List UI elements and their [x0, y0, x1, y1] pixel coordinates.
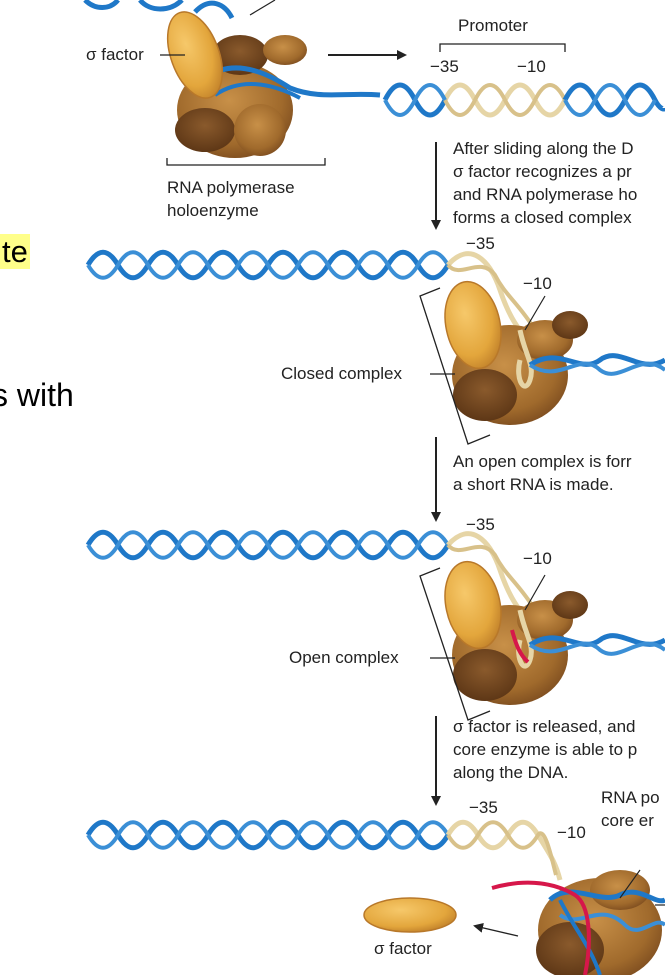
released-sigma-factor: [363, 897, 457, 933]
minus35-label-p2: −35: [466, 234, 495, 253]
step1-line3: and RNA polymerase ho: [453, 185, 638, 204]
minus10-label-p4: −10: [557, 823, 586, 842]
rna-polymerase-holoenzyme: [166, 11, 381, 158]
minus10-label-p2: −10: [523, 274, 552, 293]
dna-helix-panel1-left: [83, 0, 235, 20]
minus35-label-p4: −35: [469, 798, 498, 817]
promoter-label: Promoter: [458, 16, 528, 35]
sigma-release-arrow: [473, 922, 519, 937]
dna-helix-panel1-right: [382, 82, 665, 118]
sigma-factor-label-bottom: σ factor: [374, 939, 432, 958]
sigma-factor-subunit: [166, 11, 224, 99]
short-rna-transcript: [510, 629, 530, 664]
slide-highlighted-fragment: te: [0, 233, 30, 271]
step1-line4: forms a closed complex: [453, 208, 632, 227]
dna-helix-panel4: [85, 819, 563, 881]
step3-line3: along the DNA.: [453, 763, 569, 782]
promoter-bracket: [439, 43, 566, 52]
closed-complex-bracket: [419, 287, 491, 445]
slide-body-fragment: s with: [0, 377, 74, 413]
holoenzyme-label-line2: holoenzyme: [167, 201, 259, 220]
core-enzyme-label-line1: RNA po: [601, 788, 660, 807]
core-enzyme: [491, 870, 665, 975]
open-complex-bracket: [419, 567, 491, 721]
step2-line2: a short RNA is made.: [453, 475, 614, 494]
step3-line2: core enzyme is able to p: [453, 740, 638, 759]
rna-transcript: [491, 880, 591, 975]
minus10-label-p1: −10: [517, 57, 546, 76]
step1-line1: After sliding along the D: [453, 139, 634, 158]
minus35-label-p1: −35: [430, 57, 459, 76]
minus35-label-p3: −35: [466, 515, 495, 534]
closed-complex-label: Closed complex: [281, 364, 402, 383]
step2-line1: An open complex is forr: [453, 452, 632, 471]
minus10-label-p3: −10: [523, 549, 552, 568]
holoenzyme-label-line1: RNA polymerase: [167, 178, 295, 197]
open-complex-label: Open complex: [289, 648, 399, 667]
holoenzyme-bracket: [166, 158, 326, 166]
highlighted-text: te: [0, 234, 30, 269]
open-complex-enzyme: [444, 560, 665, 705]
step3-line1: σ factor is released, and: [453, 717, 636, 736]
core-enzyme-label-line2: core er: [601, 811, 654, 830]
dna-helix-panel2: [85, 249, 537, 347]
closed-complex-enzyme: [444, 280, 665, 425]
sigma-factor-label-top: σ factor: [86, 45, 144, 64]
step1-line2: σ factor recognizes a pr: [453, 162, 632, 181]
